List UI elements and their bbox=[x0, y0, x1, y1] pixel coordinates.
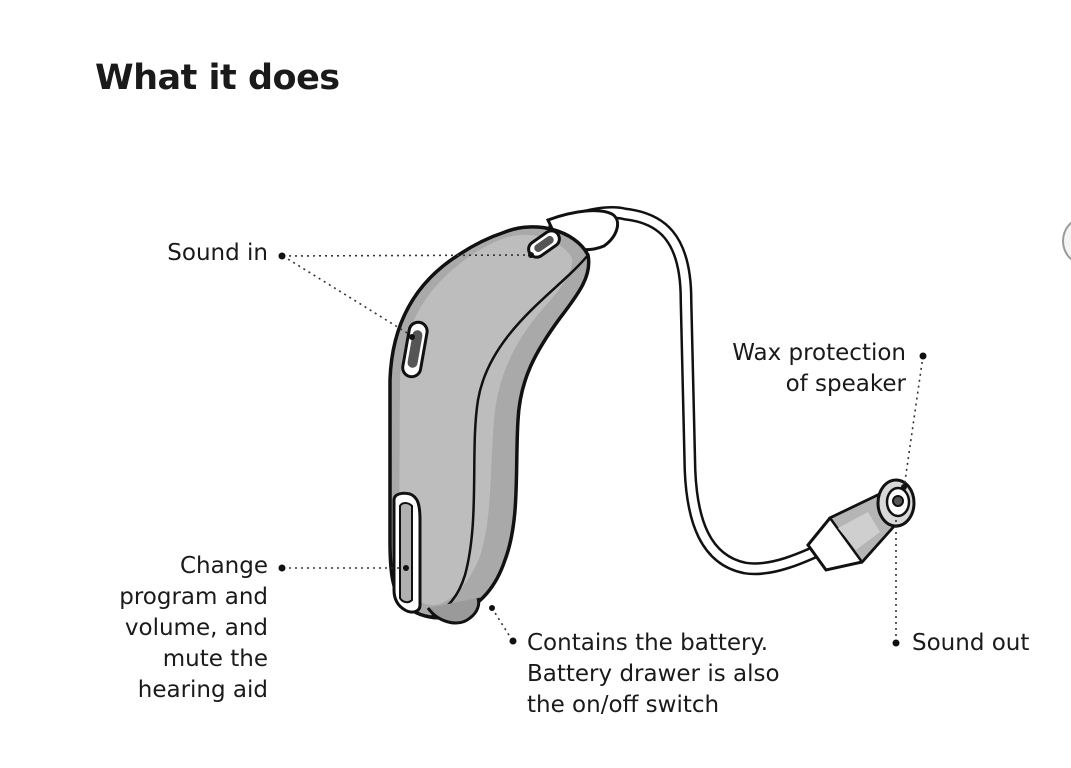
label-battery: Contains the battery. Battery drawer is … bbox=[527, 630, 780, 718]
mic-slot-side bbox=[401, 320, 429, 379]
leader-sound-in-side bbox=[282, 255, 413, 337]
page-title: What it does bbox=[95, 58, 340, 98]
hearing-aid-body bbox=[388, 225, 591, 625]
push-button bbox=[392, 491, 422, 614]
leader-lines bbox=[282, 254, 924, 642]
leader-sound-in-top bbox=[282, 254, 531, 257]
speaker-unit bbox=[806, 478, 916, 572]
label-wax-protection: Wax protection of speaker bbox=[732, 340, 906, 397]
leader-wax bbox=[903, 355, 924, 489]
label-sound-in: Sound in bbox=[167, 240, 268, 266]
leader-battery bbox=[491, 607, 513, 641]
leader-dots bbox=[278, 252, 927, 647]
label-sound-out: Sound out bbox=[912, 630, 1030, 656]
label-change-program: Change program and volume, and mute the … bbox=[119, 553, 268, 703]
